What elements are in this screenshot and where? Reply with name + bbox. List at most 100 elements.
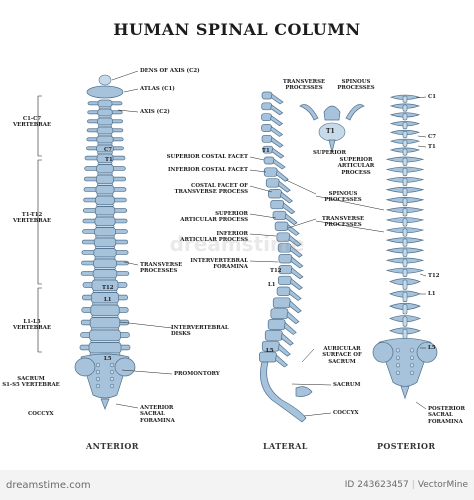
spinous-process xyxy=(288,300,302,314)
vertebral-body xyxy=(261,134,273,143)
page-title: HUMAN SPINAL COLUMN xyxy=(113,20,361,39)
vertebral-body xyxy=(265,178,280,188)
intervertebral-disk xyxy=(97,142,113,146)
label-atlas: ATLAS (C1) xyxy=(140,86,175,92)
posterior-spine xyxy=(372,94,438,400)
vertebral-body xyxy=(95,195,115,205)
spinous-process xyxy=(402,95,408,103)
intervertebral-disk xyxy=(95,214,115,218)
vertebral-body xyxy=(92,269,118,279)
watermark-bar: dreamstime.com ID 243623457|VectorMine xyxy=(0,470,474,500)
spinous-process xyxy=(402,208,408,217)
lateral-spine xyxy=(259,91,313,423)
intervertebral-disk xyxy=(97,183,114,186)
mark-t12-anterior: T12 xyxy=(102,285,114,291)
intervertebral-disk xyxy=(95,225,115,228)
leader-line xyxy=(287,218,317,229)
spinous-process xyxy=(402,304,408,315)
leader-line xyxy=(285,179,317,195)
label-superior-costal-facet: SUPERIOR COSTAL FACET xyxy=(166,154,248,160)
sacral-foramen xyxy=(95,369,101,375)
vertebral-body xyxy=(276,286,291,296)
leader-line xyxy=(115,403,139,409)
vertebral-body xyxy=(95,185,115,195)
spinous-process xyxy=(402,238,408,247)
leader-line xyxy=(249,156,265,161)
intervertebral-disk xyxy=(94,267,116,270)
label-axis: AXIS (C2) xyxy=(140,109,170,115)
caption-anterior: ANTERIOR xyxy=(86,441,139,451)
spinous-process xyxy=(284,213,298,226)
mark-l5-lateral: L5 xyxy=(266,348,274,354)
leader-line xyxy=(123,261,139,266)
leader-line xyxy=(121,369,173,375)
sacral-foramen xyxy=(395,348,401,353)
spinous-process xyxy=(402,328,408,339)
leader-line xyxy=(249,213,277,219)
label-superior-inset: SUPERIOR xyxy=(313,150,346,156)
vertebral-body xyxy=(90,304,120,316)
vertebral-body xyxy=(268,189,282,199)
label-promontory: PROMONTORY xyxy=(174,371,220,377)
atlas-vertebra xyxy=(86,85,124,99)
watermark-credit: ID 243623457|VectorMine xyxy=(344,480,468,490)
spinous-process xyxy=(402,198,408,207)
leader-line xyxy=(417,135,427,138)
intervertebral-disk xyxy=(96,204,114,207)
intervertebral-disk xyxy=(91,315,119,318)
spinous-process xyxy=(270,93,284,105)
sacral-foramen xyxy=(409,370,415,375)
vertebral-body xyxy=(263,156,275,165)
vertebral-body xyxy=(261,113,272,122)
spinous-process xyxy=(402,258,408,267)
vertebral-body xyxy=(97,108,113,117)
vertebral-body xyxy=(274,221,289,231)
spinous-process xyxy=(280,332,294,346)
spinous-process xyxy=(402,139,408,147)
dens-process xyxy=(98,74,112,86)
spinous-process xyxy=(402,131,408,138)
watermark-site: dreamstime.com xyxy=(6,480,91,491)
vertebral-body xyxy=(272,210,287,221)
coccyx xyxy=(100,398,110,410)
caption-posterior: POSTERIOR xyxy=(377,441,436,451)
label-inferior-costal-facet: INFERIOR COSTAL FACET xyxy=(168,167,248,173)
sacral-foramen xyxy=(95,383,101,389)
ilium-wing xyxy=(416,341,438,363)
vertebral-body xyxy=(88,342,122,354)
leader-line xyxy=(123,88,139,93)
leader-line xyxy=(419,273,427,277)
spinous-process xyxy=(402,268,408,277)
mark-l1-anterior: L1 xyxy=(104,297,112,303)
spinous-process xyxy=(286,310,300,325)
vertebral-body xyxy=(97,99,113,108)
mark-t1-anterior: T1 xyxy=(105,157,113,163)
vertebral-body xyxy=(261,102,273,111)
spinous-process xyxy=(402,218,408,227)
spinous-process xyxy=(270,126,284,137)
vertebral-body xyxy=(95,174,115,184)
sacral-foramen xyxy=(109,376,115,382)
intervertebral-disk xyxy=(94,256,116,260)
auricular-surface xyxy=(295,386,313,397)
intervertebral-disk xyxy=(90,327,120,331)
sacral-foramen xyxy=(109,362,115,368)
vertebral-body xyxy=(89,317,121,329)
spinous-process xyxy=(275,169,289,182)
leader-line xyxy=(315,195,385,211)
leader-line xyxy=(417,145,427,148)
leader-line xyxy=(415,96,427,99)
anterior-spine xyxy=(74,74,136,410)
